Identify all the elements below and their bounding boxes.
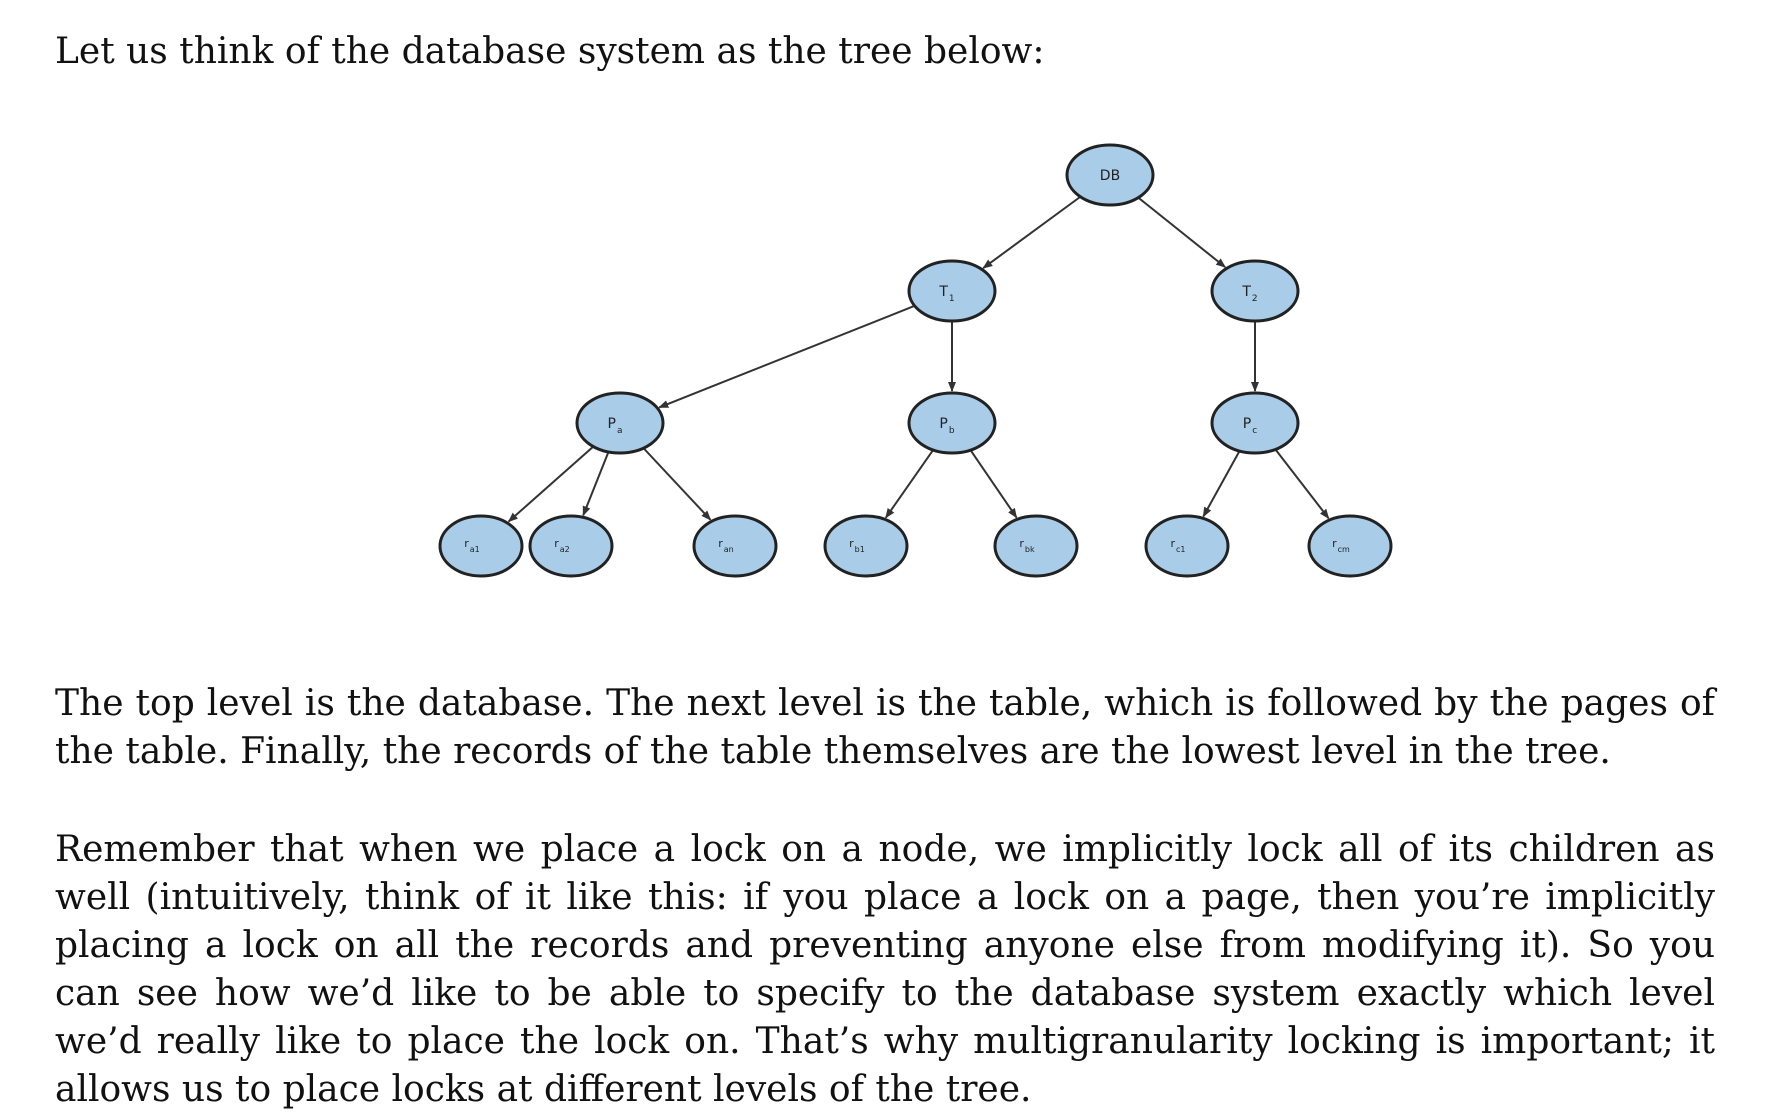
tree-edges (507, 195, 1330, 523)
node-rc1: rc1 (1144, 514, 1230, 578)
node-pa: Pa (575, 391, 665, 455)
node-pa-ellipse (575, 391, 665, 455)
edge-pb-to-rbk (969, 449, 1018, 519)
intro-text: Let us think of the database system as t… (55, 31, 1045, 72)
node-t2: T2 (1210, 259, 1300, 323)
node-rb1-label: rb1 (849, 537, 865, 554)
node-ra2-label: ra2 (554, 537, 570, 554)
edge-db-to-t1 (982, 195, 1081, 269)
node-ra1-label: ra1 (464, 537, 480, 554)
edge-pc-to-rc1 (1202, 450, 1241, 518)
node-t1-ellipse (907, 259, 997, 323)
tree-levels-paragraph: The top level is the database. The next … (55, 683, 1715, 772)
node-db: DB (1065, 143, 1155, 207)
node-ran-label: ran (718, 537, 734, 554)
node-rbk-label: rbk (1019, 537, 1035, 554)
edge-pa-to-ran (642, 447, 712, 521)
node-pb-ellipse (907, 391, 997, 455)
node-rbk: rbk (993, 514, 1079, 578)
edge-pc-to-rcm (1274, 448, 1330, 520)
node-pc-label: Pc (1243, 416, 1257, 436)
multigranularity-paragraph: Remember that when we place a lock on a … (55, 829, 1715, 1110)
node-ra2: ra2 (528, 514, 614, 578)
node-pc-ellipse (1210, 391, 1300, 455)
node-rcm-ellipse (1307, 514, 1393, 578)
node-ra1-ellipse (438, 514, 524, 578)
edge-pa-to-ra1 (507, 445, 595, 523)
node-rc1-ellipse (1144, 514, 1230, 578)
node-ran: ran (692, 514, 778, 578)
node-db-label: DB (1100, 168, 1120, 184)
node-t2-ellipse (1210, 259, 1300, 323)
node-t1: T1 (907, 259, 997, 323)
edge-pa-to-ra2 (582, 451, 610, 517)
edge-db-to-t2 (1137, 196, 1226, 268)
node-rbk-ellipse (993, 514, 1079, 578)
edge-t1-to-pa (658, 304, 916, 409)
node-db-ellipse (1065, 143, 1155, 207)
node-pb: Pb (907, 391, 997, 455)
node-rc1-label: rc1 (1170, 537, 1185, 554)
node-pb-label: Pb (939, 416, 954, 436)
node-t1-label: T1 (938, 284, 954, 304)
node-ra2-ellipse (528, 514, 614, 578)
edge-pb-to-rb1 (885, 449, 934, 519)
node-pa-label: Pa (608, 416, 623, 436)
node-rb1-ellipse (823, 514, 909, 578)
node-ra1: ra1 (438, 514, 524, 578)
node-rb1: rb1 (823, 514, 909, 578)
node-ran-ellipse (692, 514, 778, 578)
node-rcm: rcm (1307, 514, 1393, 578)
node-rcm-label: rcm (1332, 537, 1350, 554)
node-t2-label: T2 (1241, 284, 1257, 304)
node-pc: Pc (1210, 391, 1300, 455)
